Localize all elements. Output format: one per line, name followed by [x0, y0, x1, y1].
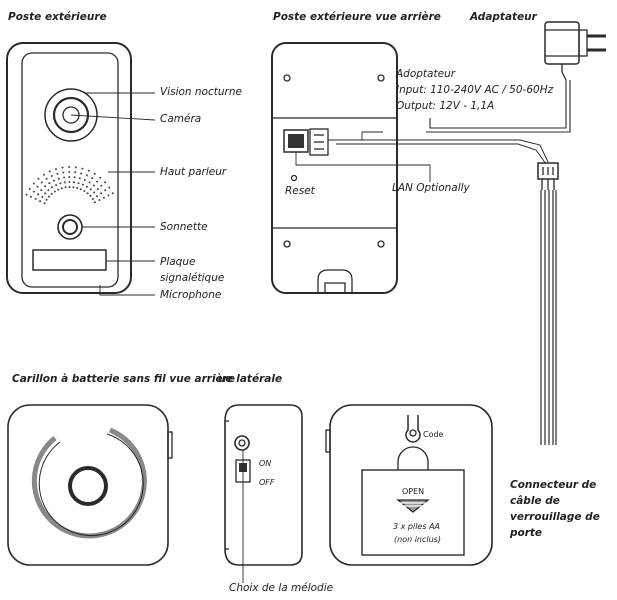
label-batteries: 3 x piles AA	[393, 522, 441, 531]
chime-button	[68, 466, 108, 506]
label-switch-on: ON	[259, 459, 272, 468]
camera-lens	[44, 88, 98, 142]
label-lan: LAN Optionally	[392, 182, 470, 194]
label-not-included: (non inclus)	[394, 535, 441, 544]
front-leader-lines	[70, 92, 156, 296]
label-microphone: Microphone	[160, 289, 222, 301]
label-reset: Reset	[285, 185, 315, 197]
nameplate	[32, 249, 107, 271]
label-lock-connector: Connecteur de câble de verrouillage de p…	[510, 479, 600, 539]
label-output: Output: 12V - 1,1A	[396, 100, 495, 112]
label-open: OPEN	[402, 487, 425, 496]
chime-back	[325, 404, 493, 566]
label-switch-off: OFF	[259, 478, 275, 487]
header-outdoor: Poste extérieure	[8, 11, 107, 23]
label-nameplate: Plaque signalétique	[160, 256, 225, 284]
label-code: Code	[423, 430, 444, 439]
battery-cover	[361, 469, 465, 556]
header-adapter: Adaptateur	[470, 11, 537, 23]
power-adapter	[426, 21, 606, 133]
chime-front	[7, 404, 173, 566]
outdoor-unit-front	[6, 42, 132, 294]
label-melody: Choix de la mélodie	[229, 582, 334, 594]
outdoor-unit-back	[271, 42, 398, 294]
label-speaker: Haut parleur	[160, 166, 227, 178]
terminal-block	[309, 128, 329, 156]
header-chime: Carillon à batterie sans fil vue arrière	[12, 373, 235, 385]
header-outdoor-back: Poste extérieure vue arrière	[273, 11, 441, 23]
melody-button	[234, 435, 250, 451]
speaker-grille	[25, 166, 114, 205]
label-doorbell: Sonnette	[160, 221, 208, 233]
doorbell-button	[57, 214, 83, 240]
header-chime-side: ue latérale	[218, 373, 283, 385]
reset-hole	[290, 174, 298, 182]
chime-side	[224, 404, 303, 583]
label-input: Input: 110-240V AC / 50-60Hz	[396, 84, 554, 96]
label-adapter-title: Adoptateur	[396, 68, 456, 80]
label-night-vision: Vision nocturne	[160, 86, 242, 98]
label-camera: Caméra	[160, 113, 202, 125]
lock-connector	[537, 162, 559, 445]
